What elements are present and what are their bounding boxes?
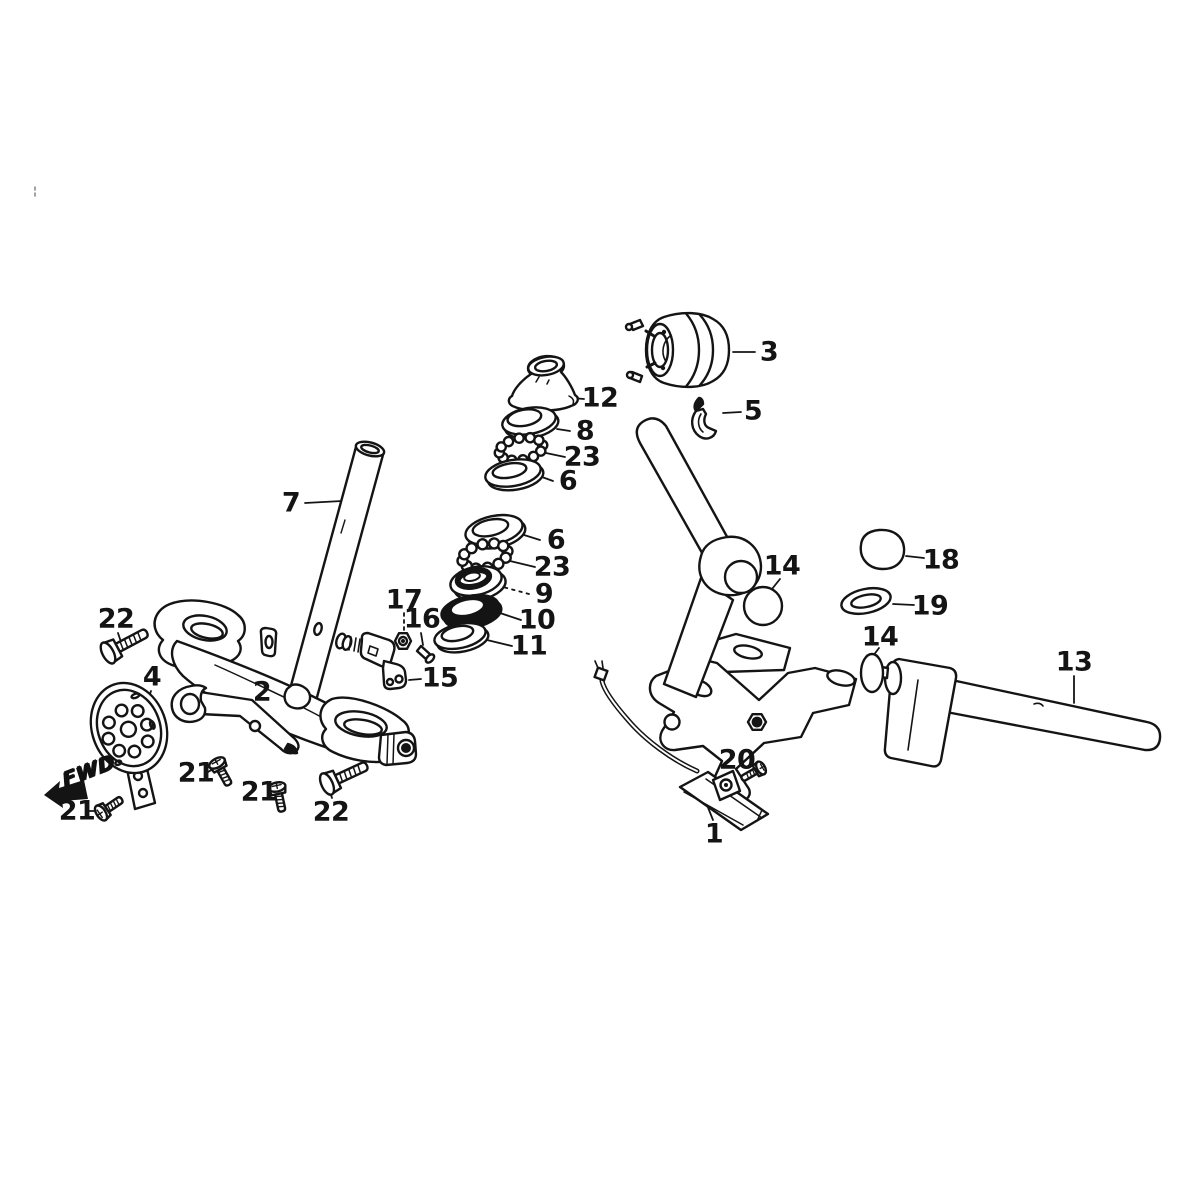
part-label-8: 8: [575, 415, 595, 447]
washer-11: [433, 621, 490, 654]
handlebar-left-tube: [635, 417, 784, 699]
pan-screw-21-center: [208, 756, 233, 787]
dust-cap-12: [507, 354, 579, 412]
fwd-arrow-icon: [44, 780, 88, 808]
lock-pin-16: [415, 644, 436, 664]
part-label-19: 19: [911, 590, 949, 622]
pan-screw-21-left: [93, 795, 124, 822]
lock-nut-17: [393, 632, 413, 650]
left-assembly: [44, 354, 579, 822]
upper-bearing-stack: [484, 354, 579, 492]
flange-bolt-22-upper: [99, 628, 149, 665]
part-label-15: 15: [421, 662, 459, 694]
part-label-21-center: 21: [177, 757, 215, 789]
part-label-21-left: 21: [58, 795, 96, 827]
wire-clamp-stay: [678, 769, 770, 832]
wire-harness: [593, 660, 700, 774]
part-label-10: 10: [518, 604, 556, 636]
cap-18: [859, 528, 906, 571]
part-label-18: 18: [922, 544, 960, 576]
clip-5: [691, 396, 718, 440]
screw-20: [740, 760, 768, 782]
cone-race-9: [449, 565, 507, 602]
part-label-2: 2: [252, 676, 272, 708]
part-label-21-right: 21: [240, 776, 278, 808]
steering-lock: [335, 631, 436, 691]
drum-assembly: [624, 311, 731, 389]
part-label-23-upper: 23: [563, 441, 601, 473]
part-label-4: 4: [142, 661, 162, 693]
part-label-11: 11: [510, 630, 548, 662]
horn: [89, 681, 169, 811]
part-label-1: 1: [704, 818, 724, 850]
part-label-16: 16: [403, 603, 441, 635]
bottom-bridge: [153, 599, 418, 767]
part-label-3: 3: [759, 336, 779, 368]
part-label-20: 20: [718, 744, 756, 776]
bearing-race-6-upper: [484, 458, 545, 492]
part-label-13: 13: [1055, 646, 1093, 678]
part-label-9: 9: [534, 578, 554, 610]
part-label-17: 17: [385, 584, 423, 616]
part-label-12: 12: [581, 382, 619, 414]
part-label-23-lower: 23: [533, 551, 571, 583]
handlebar-right-tube: [939, 677, 1162, 752]
dust-seal-10: [440, 593, 503, 630]
washer-19: [840, 586, 892, 616]
flange-bolt-22-lower: [318, 761, 369, 796]
part-label-6-upper: 6: [558, 465, 578, 497]
lower-bearing-stack: [433, 513, 527, 654]
bar-cap-14-right: [859, 652, 903, 696]
ball-retainer-23-upper: [493, 431, 549, 467]
right-assembly: [593, 311, 1162, 832]
part-label-14-right: 14: [861, 621, 899, 653]
part-label-14-left: 14: [763, 550, 801, 582]
top-cone-race-8: [501, 406, 560, 440]
part-label-7: 7: [281, 487, 301, 519]
bar-cap-14-left: [742, 585, 784, 627]
part-label-22-lower: 22: [312, 796, 350, 828]
cable-guide-bracket: [170, 684, 300, 755]
part-label-22-upper: 22: [97, 603, 135, 635]
part-label-5: 5: [743, 395, 763, 427]
pan-screw-21-right: [267, 781, 287, 813]
part-label-6-lower: 6: [546, 524, 566, 556]
